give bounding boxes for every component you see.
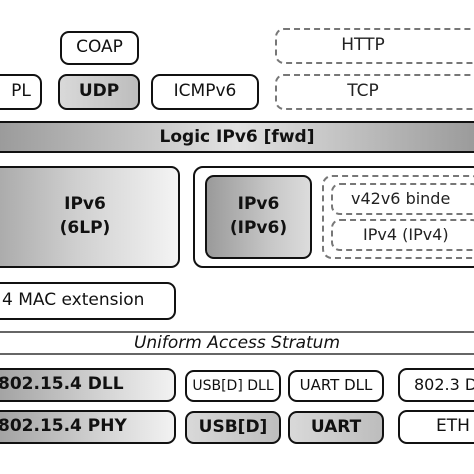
ipv6-ipv6-line2: (IPv6): [229, 218, 288, 238]
http-label: HTTP: [341, 35, 385, 56]
uas-label: Uniform Access Stratum: [133, 333, 341, 353]
udp-box: UDP: [58, 74, 140, 110]
ipv6-ipv6-box: IPv6 (IPv6): [205, 175, 312, 259]
uart-phy-box: UART: [288, 411, 384, 444]
usb-phy-box: USB[D]: [185, 411, 281, 444]
dll-8023-label: 802.3 D: [414, 374, 474, 394]
rpl-box: PL: [0, 74, 42, 110]
rpl-label: PL: [11, 81, 31, 102]
phy-802154-label: 802.15.4 PHY: [0, 416, 127, 437]
ipv6-6lp-box: IPv6 (6LP): [0, 166, 180, 268]
uniform-access-stratum-band: Uniform Access Stratum: [0, 331, 474, 355]
dll-8023-box: 802.3 D: [398, 368, 474, 402]
uart-dll-label: UART DLL: [299, 376, 373, 395]
coap-box: COAP: [60, 31, 139, 65]
icmpv6-label: ICMPv6: [173, 81, 237, 102]
phy-802154-box: 802.15.4 PHY: [0, 410, 176, 444]
ipv4-label: IPv4 (IPv4): [363, 224, 449, 244]
coap-label: COAP: [76, 37, 123, 58]
http-box: HTTP: [275, 28, 474, 64]
usb-dll-box: USB[D] DLL: [185, 370, 281, 402]
ipv4-box: IPv4 (IPv4): [331, 219, 474, 251]
ipv6-6lp-line1: IPv6: [64, 194, 106, 215]
udp-label: UDP: [78, 81, 120, 102]
ipv6-6lp-line2: (6LP): [59, 218, 111, 238]
uart-dll-box: UART DLL: [288, 370, 384, 402]
logic-ipv6-label: Logic IPv6 [fwd]: [159, 127, 315, 147]
logic-ipv6-band: Logic IPv6 [fwd]: [0, 121, 474, 153]
icmpv6-box: ICMPv6: [151, 74, 259, 110]
usb-phy-label: USB[D]: [198, 416, 268, 437]
mac-extension-label: 4 MAC extension: [2, 290, 145, 311]
dll-802154-label: 802.15.4 DLL: [0, 374, 124, 395]
v42v6-label: v42v6 binde: [351, 188, 451, 208]
usb-dll-label: USB[D] DLL: [192, 377, 274, 394]
ipv6-ipv6-line1: IPv6: [237, 194, 280, 215]
uart-phy-label: UART: [310, 416, 362, 437]
eth-phy-box: ETH: [398, 410, 474, 444]
tcp-box: TCP: [275, 74, 474, 110]
mac-extension-box: 4 MAC extension: [0, 282, 176, 320]
tcp-label: TCP: [347, 81, 379, 102]
v42v6-binder-box: v42v6 binde: [331, 183, 474, 215]
eth-phy-label: ETH: [436, 416, 470, 437]
dll-802154-box: 802.15.4 DLL: [0, 368, 176, 402]
